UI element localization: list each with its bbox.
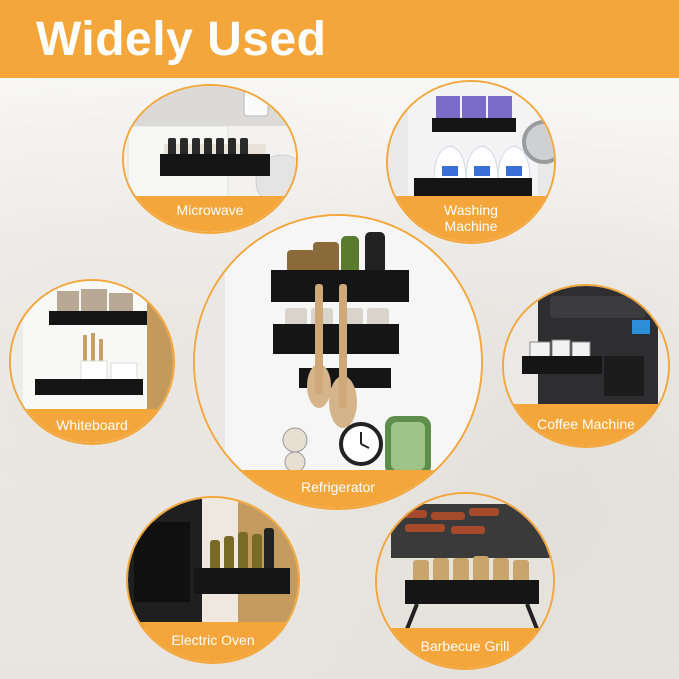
scene-label-microwave: Microwave [176, 202, 244, 218]
scene-label-refrigerator: Refrigerator [301, 479, 375, 495]
scene-washing-machine: Washing Machine [386, 80, 556, 244]
coffee-machine-illustration [504, 286, 668, 446]
title-banner: Widely Used [0, 0, 679, 78]
label-band: Electric Oven [128, 622, 298, 662]
label-band: Whiteboard [11, 409, 173, 443]
microwave-illustration [124, 86, 296, 232]
scene-coffee-machine: Coffee Machine [502, 284, 670, 448]
scene-label-whiteboard: Whiteboard [56, 417, 128, 433]
scene-label-barbecue-grill: Barbecue Grill [420, 638, 510, 654]
scene-microwave: Microwave [122, 84, 298, 234]
scene-electric-oven: Electric Oven [126, 496, 300, 664]
scene-barbecue-grill: Barbecue Grill [375, 492, 555, 670]
scene-refrigerator: Refrigerator [193, 214, 483, 510]
refrigerator-illustration [195, 216, 481, 508]
scene-whiteboard: Whiteboard [9, 279, 175, 445]
scene-label-electric-oven: Electric Oven [171, 632, 255, 648]
label-band: Barbecue Grill [377, 628, 553, 668]
page-title: Widely Used [36, 13, 327, 66]
label-band: Coffee Machine [504, 404, 668, 446]
scene-label-coffee-machine: Coffee Machine [537, 416, 635, 432]
